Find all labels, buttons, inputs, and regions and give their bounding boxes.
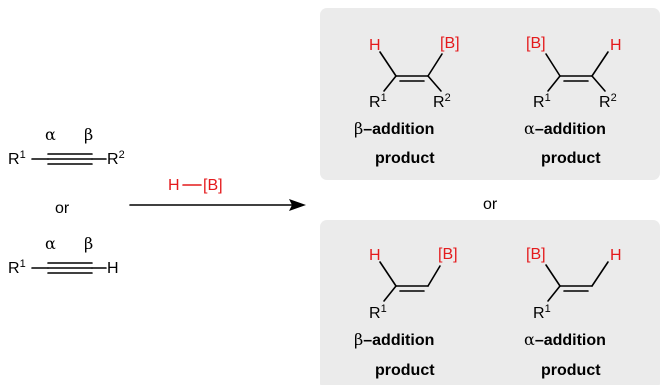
reactant-or: or xyxy=(55,200,70,217)
r2-label: R2 xyxy=(107,149,125,168)
product-label: β–addition xyxy=(354,330,434,349)
bottom-beta-product: H [B] R1 β–addition product xyxy=(354,246,458,379)
products-or: or xyxy=(483,196,498,213)
alpha-marker: α xyxy=(45,234,56,253)
triple-bond xyxy=(47,153,93,165)
h-atom: H xyxy=(610,247,622,264)
reaction-arrow xyxy=(129,199,306,211)
r2-atom: R2 xyxy=(599,92,617,111)
r2-atom: R2 xyxy=(433,92,451,111)
r1-atom: R1 xyxy=(533,92,551,111)
r1-atom: R1 xyxy=(369,303,387,322)
h-label: H xyxy=(107,260,119,277)
product-label: α–addition xyxy=(524,330,606,349)
terminal-alkyne: α β R1 H xyxy=(8,234,119,277)
reagent-h: H xyxy=(168,177,180,194)
product-label-line2: product xyxy=(541,150,601,167)
triple-bond xyxy=(47,262,93,274)
boron-atom: [B] xyxy=(438,246,458,263)
top-products-panel xyxy=(320,8,660,180)
r1-atom: R1 xyxy=(533,303,551,322)
boron-atom: [B] xyxy=(440,35,460,52)
product-label: β–addition xyxy=(354,119,434,138)
beta-marker: β xyxy=(84,125,93,144)
reagent-boron: [B] xyxy=(203,177,223,194)
h-atom: H xyxy=(369,37,381,54)
internal-alkyne: α β R1 R2 xyxy=(8,125,125,168)
top-beta-product: H [B] R1 R2 β–addition product xyxy=(354,35,460,167)
product-label: α–addition xyxy=(524,119,606,138)
beta-marker: β xyxy=(84,234,93,253)
bottom-alpha-product: [B] H R1 α–addition product xyxy=(524,246,622,379)
product-label-line2: product xyxy=(375,362,435,379)
h-atom: H xyxy=(610,37,622,54)
alpha-marker: α xyxy=(45,125,56,144)
bottom-products-panel xyxy=(320,220,660,385)
boron-atom: [B] xyxy=(526,35,546,52)
boron-atom: [B] xyxy=(526,246,546,263)
reagent-h-boron: H [B] xyxy=(168,177,223,194)
product-label-line2: product xyxy=(541,362,601,379)
r1-label: R1 xyxy=(8,149,26,168)
r1-label: R1 xyxy=(8,258,26,277)
top-alpha-product: [B] H R1 R2 α–addition product xyxy=(524,35,622,167)
product-label-line2: product xyxy=(375,150,435,167)
r1-atom: R1 xyxy=(369,92,387,111)
h-atom: H xyxy=(369,247,381,264)
